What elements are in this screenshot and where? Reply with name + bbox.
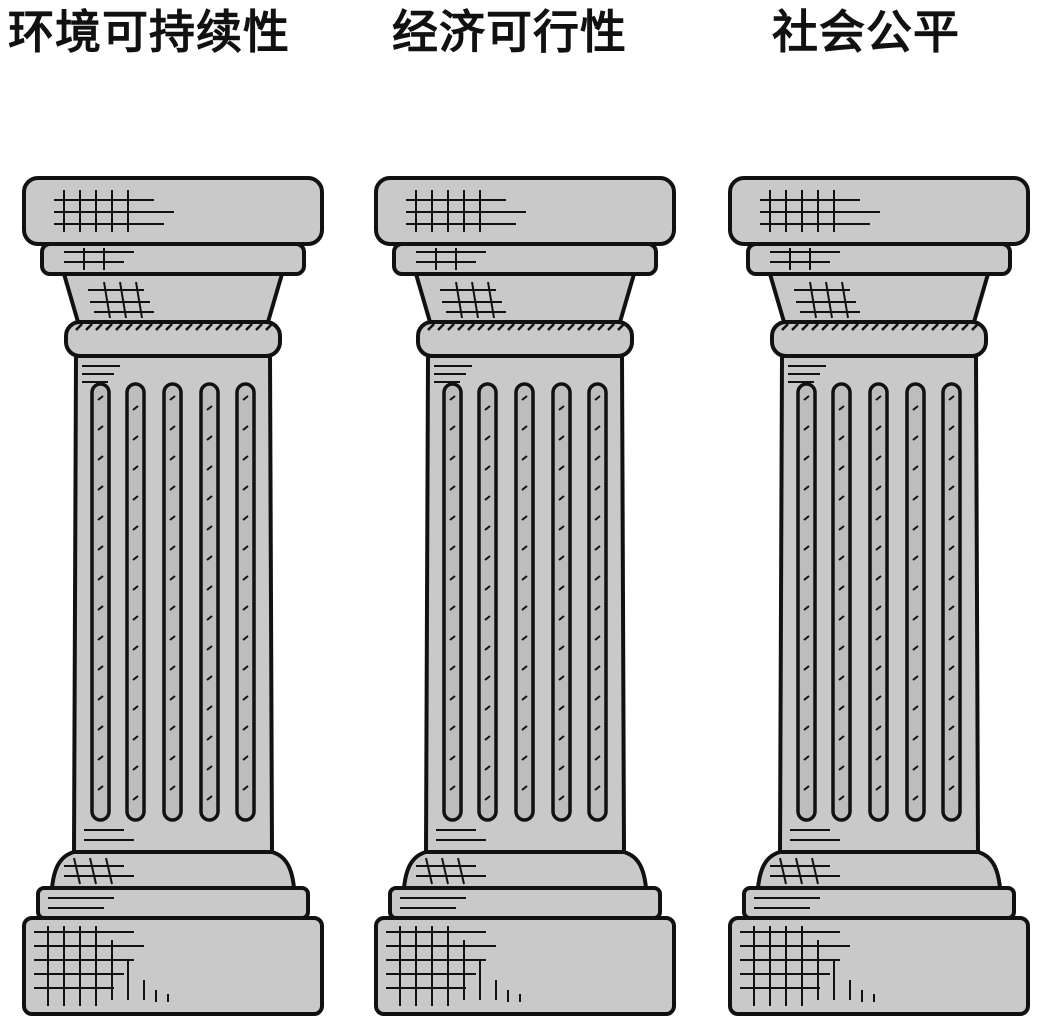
pillar-labels: 环境可持续性 经济可行性 社会公平: [0, 0, 1038, 80]
pillar-economic: [374, 176, 676, 1016]
pillar-title-environmental: 环境可持续性: [8, 5, 290, 59]
pillar-title-economic: 经济可行性: [392, 5, 627, 59]
pillar-environmental: [22, 176, 324, 1016]
pillar-social: [728, 176, 1030, 1016]
pillar-title-social: 社会公平: [772, 5, 960, 59]
